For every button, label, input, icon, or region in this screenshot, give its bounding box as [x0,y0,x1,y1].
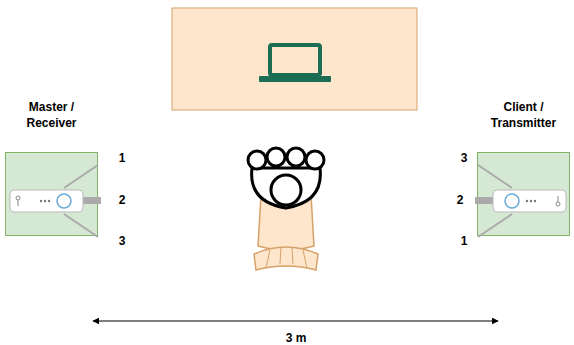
antenna [475,197,494,204]
device-button [57,194,71,208]
device-key [16,196,20,200]
callout-number: 1 [461,234,468,248]
device-body [10,190,83,212]
wifi-device [10,165,101,237]
chair-spokes [266,247,307,268]
device-led [526,200,528,202]
antenna [478,214,512,237]
person-head [271,175,301,205]
callout-number: 3 [119,234,126,248]
person-shoulders [252,168,321,208]
dimension-label: 3 m [286,331,307,345]
antenna [64,214,98,237]
device-key [558,196,559,202]
person-hand [306,151,324,169]
desk [172,8,417,110]
device-led [44,200,46,202]
device-key [18,200,19,206]
callout-number: 2 [457,193,464,207]
device-led [48,200,50,202]
laptop-screen [270,45,320,75]
device-key [556,202,560,206]
device-led [40,200,42,202]
callout-number: 2 [119,193,126,207]
dimension-line [93,321,498,322]
antenna [82,197,101,204]
chair [254,178,318,270]
device-heading: Master / Receiver [17,99,87,131]
chair-base [254,247,318,270]
device-led [534,200,536,202]
wifi-device [475,165,566,237]
device-body [493,190,566,212]
antenna [478,165,512,188]
person-hand [287,148,305,166]
device-button [505,194,519,208]
device-led [530,200,532,202]
device-box: Client / Transmitter [477,152,570,236]
callout-number: 1 [119,151,126,165]
laptop-base [259,76,331,82]
person [248,148,324,208]
person-hand [248,151,266,169]
person-hand [267,148,285,166]
callout-number: 3 [461,151,468,165]
chair-seat [258,178,314,250]
device-box: Master / Receiver [5,152,98,236]
laptop-icon [259,45,331,82]
device-heading: Client / Transmitter [482,99,566,131]
antenna [64,165,98,188]
